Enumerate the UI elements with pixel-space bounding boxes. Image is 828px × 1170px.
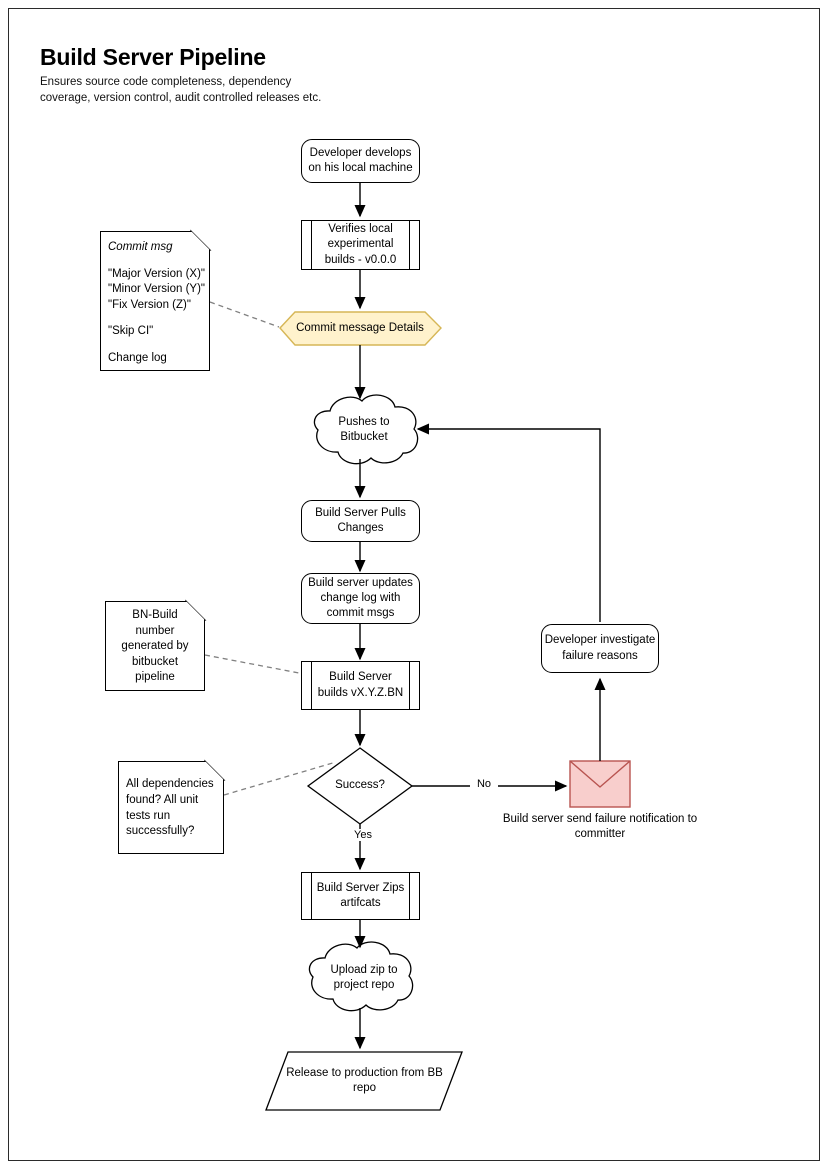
predef-bar-right (408, 221, 410, 269)
node-build-server-updates-label: Build server updates change log with com… (308, 576, 413, 620)
note-commit-msg-change-log: Change log (108, 351, 167, 364)
predef-bar-right (408, 873, 410, 919)
node-developer-investigate-label: Developer investigate failure reasons (544, 634, 656, 662)
node-success-decision-label: Success? (335, 779, 385, 792)
node-pushes-to-bitbucket[interactable]: Pushes to Bitbucket (322, 410, 406, 450)
predef-bar-left (311, 662, 313, 709)
note-spacer (108, 313, 202, 324)
node-build-server-builds-label: Build Server builds vX.Y.Z.BN (317, 671, 404, 699)
note-dependencies-text: All dependencies found? All unit tests r… (126, 778, 214, 838)
node-pushes-to-bitbucket-label: Pushes to Bitbucket (338, 415, 390, 443)
note-dependencies-body: All dependencies found? All unit tests r… (119, 762, 223, 853)
node-developer-investigate[interactable]: Developer investigate failure reasons (541, 624, 659, 673)
note-commit-msg-line-0: "Major Version (X)" (108, 267, 205, 280)
node-commit-message-details[interactable]: Commit message Details (295, 312, 425, 345)
note-commit-msg[interactable]: Commit msg "Major Version (X)" "Minor Ve… (100, 231, 210, 371)
predef-bar-right (408, 662, 410, 709)
note-commit-msg-title: Commit msg (108, 241, 173, 253)
node-build-server-builds[interactable]: Build Server builds vX.Y.Z.BN (301, 661, 420, 710)
predef-bar-left (311, 873, 313, 919)
node-upload-zip-label: Upload zip to project repo (330, 963, 398, 991)
node-success-decision[interactable]: Success? (320, 772, 400, 800)
note-commit-msg-line-2: "Fix Version (Z)" (108, 298, 191, 311)
node-developer-develops-label: Developer develops on his local machine (308, 146, 413, 174)
note-spacer (108, 340, 202, 351)
edge-label-no: No (470, 778, 498, 790)
note-bn-build[interactable]: BN-Build number generated by bitbucket p… (105, 601, 205, 691)
node-developer-develops[interactable]: Developer develops on his local machine (301, 139, 420, 183)
note-bn-build-body: BN-Build number generated by bitbucket p… (106, 602, 204, 690)
note-dependencies[interactable]: All dependencies found? All unit tests r… (118, 761, 224, 854)
node-release-to-production-label: Release to production from BB repo (286, 1066, 443, 1094)
failure-notification-caption: Build server send failure notification t… (502, 813, 698, 841)
note-commit-msg-skip-ci: "Skip CI" (108, 325, 154, 338)
edge-label-yes: Yes (345, 829, 381, 841)
node-release-to-production[interactable]: Release to production from BB repo (277, 1060, 452, 1102)
predef-bar-left (311, 221, 313, 269)
note-commit-msg-line-1: "Minor Version (Y)" (108, 283, 205, 296)
node-build-server-pulls-label: Build Server Pulls Changes (315, 506, 406, 534)
node-build-server-zips[interactable]: Build Server Zips artifcats (301, 872, 420, 920)
page-title: Build Server Pipeline (40, 44, 266, 70)
node-upload-zip[interactable]: Upload zip to project repo (320, 959, 408, 997)
node-verifies-local-label: Verifies local experimental builds - v0.… (324, 223, 397, 266)
node-verifies-local[interactable]: Verifies local experimental builds - v0.… (301, 220, 420, 270)
node-build-server-updates[interactable]: Build server updates change log with com… (301, 573, 420, 624)
node-build-server-zips-label: Build Server Zips artifcats (316, 881, 405, 909)
note-bn-build-text: BN-Build number generated by bitbucket p… (121, 609, 189, 684)
node-commit-message-details-label: Commit message Details (296, 321, 424, 334)
node-build-server-pulls[interactable]: Build Server Pulls Changes (301, 500, 420, 542)
page-subtitle: Ensures source code completeness, depend… (40, 76, 322, 104)
page-header: Build Server Pipeline Ensures source cod… (40, 44, 400, 106)
note-commit-msg-body: Commit msg "Major Version (X)" "Minor Ve… (101, 232, 209, 370)
